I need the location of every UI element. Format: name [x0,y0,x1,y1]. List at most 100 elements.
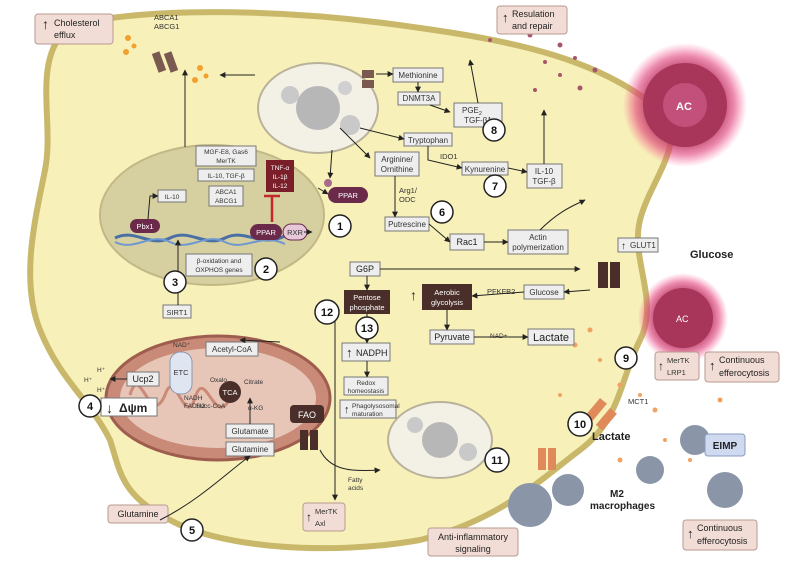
svg-text:Succ-CoA: Succ-CoA [196,403,226,410]
svg-text:RXR: RXR [287,228,303,237]
receptor-top [151,51,179,73]
up-arrow-icon: ↑ [621,241,626,252]
svg-text:MCT1: MCT1 [628,397,648,406]
actin-box: Actin polymerization [507,229,569,255]
up-arrow-icon: ↑ [42,16,49,32]
svg-text:IDO1: IDO1 [440,152,458,161]
svg-text:IL-1β: IL-1β [273,174,288,181]
methionine-box: Methionine [392,67,444,83]
svg-text:Ucp2: Ucp2 [132,374,153,384]
svg-text:DNMT3A: DNMT3A [403,94,437,103]
svg-text:Pbx1: Pbx1 [136,222,153,231]
etc-box: ETC [169,351,193,395]
svg-text:NADH: NADH [184,395,203,402]
svg-text:TGF-β: TGF-β [532,177,556,186]
svg-text:PPAR: PPAR [338,191,358,200]
svg-text:efferocytosis: efferocytosis [697,536,748,546]
svg-text:Acetyl-CoA: Acetyl-CoA [212,345,253,354]
svg-text:M2: M2 [610,489,624,500]
svg-text:G6P: G6P [356,264,374,274]
svg-text:ABCA1: ABCA1 [154,13,179,22]
kynurenine-box: Kynurenine [461,161,509,176]
fao-box: FAO [290,405,324,423]
mct1-transporter [585,398,617,431]
dnmt3a-box: DNMT3A [397,91,441,106]
up-arrow-icon: ↑ [306,510,312,524]
svg-text:Pyruvate: Pyruvate [434,332,470,342]
svg-text:H⁺: H⁺ [84,377,93,384]
svg-text:3: 3 [172,277,178,289]
glutamine-callout: Glutamine [107,504,169,524]
svg-text:MerTK: MerTK [667,356,690,365]
svg-text:PFKFB2: PFKFB2 [487,287,515,296]
svg-text:Citrate: Citrate [244,379,264,386]
svg-text:6: 6 [439,207,445,219]
dpsi-box: ↓ Δψm [100,397,158,417]
up-arrow-icon: ↑ [344,404,350,416]
svg-text:Arginine/: Arginine/ [381,155,413,164]
svg-text:1: 1 [337,221,343,233]
svg-text:polymerization: polymerization [512,243,564,252]
svg-text:TGF-β1: TGF-β1 [464,116,492,125]
svg-text:NADPH: NADPH [356,348,388,358]
anti-inflammatory-callout: Anti-inflammatory signaling [427,527,519,557]
svg-text:IL-10, TGF-β: IL-10, TGF-β [207,173,244,180]
svg-text:12: 12 [321,307,333,319]
aerobic-glycolysis-box: ↑ Aerobic glycolysis [410,284,472,310]
glut1-box: ↑ GLUT1 [617,237,659,253]
svg-text:Ornithine: Ornithine [381,165,414,174]
fao-transporter [300,430,318,450]
svg-text:Glutamine: Glutamine [117,509,158,519]
continuous-efferocytosis-callout-2: ↑ Continuous efferocytosis [682,519,758,551]
svg-text:Arg1/: Arg1/ [399,186,418,195]
tca-cycle: TCA [219,381,241,403]
methionine-transporter [362,70,374,88]
ppar-rxr-complex: PPAR RXR [250,223,308,241]
cholesterol-particles [123,35,209,83]
svg-text:FAO: FAO [298,410,316,420]
m2-macrophages [508,425,743,527]
svg-text:acids: acids [348,485,364,492]
svg-text:efflux: efflux [54,30,76,40]
svg-text:Aerobic: Aerobic [434,288,460,297]
boxidation-box: β-oxidation and OXPHOS genes [185,253,253,277]
svg-text:Rac1: Rac1 [456,237,477,247]
svg-text:IL-12: IL-12 [273,183,288,190]
acetyl-coa-box: Acetyl-CoA [205,341,259,357]
svg-text:ABCG1: ABCG1 [215,198,237,205]
svg-text:Phagolysosomal: Phagolysosomal [352,403,400,410]
svg-text:ABCG1: ABCG1 [154,22,179,31]
svg-text:Glutamate: Glutamate [232,427,269,436]
svg-text:11: 11 [491,455,503,467]
glut1-transporter [598,262,620,288]
svg-text:GLUT1: GLUT1 [630,241,656,250]
eimp-badge: EIMP [704,433,746,457]
svg-text:phosphate: phosphate [349,303,384,312]
il10-nuclear-box: IL-10 [157,189,187,203]
svg-text:7: 7 [492,181,498,193]
svg-text:Axl: Axl [315,519,326,528]
ppar-cytoplasm: PPAR [324,179,368,203]
il10-tgfb-nuclear-box: IL-10, TGF-β [197,168,255,182]
svg-text:Redox: Redox [357,380,377,387]
svg-text:Tryptophan: Tryptophan [408,136,448,145]
svg-text:LRP1: LRP1 [667,368,686,377]
down-arrow-icon: ↓ [106,400,113,416]
mertk-axl-callout: ↑ MerTK Axl [302,502,346,532]
up-arrow-icon: ↑ [410,287,417,303]
up-arrow-icon: ↑ [709,358,716,373]
svg-text:IL-10: IL-10 [535,167,554,176]
svg-text:MGF-E8, Gas6: MGF-E8, Gas6 [204,149,248,156]
svg-text:Continuous: Continuous [697,523,743,533]
svg-text:NAD⁺: NAD⁺ [173,342,191,349]
svg-text:Continuous: Continuous [719,355,765,365]
step-markers: 1 2 3 4 5 6 7 8 9 10 11 12 13 [78,118,638,542]
svg-text:4: 4 [87,401,94,413]
svg-text:Putrescine: Putrescine [388,220,426,229]
svg-text:Glucose: Glucose [529,288,559,297]
pbx1-box: Pbx1 [130,219,160,233]
svg-text:β-oxidation and: β-oxidation and [197,258,242,265]
il10-tgfb-box: IL-10 TGF-β [526,163,563,189]
svg-text:Kynurenine: Kynurenine [465,165,506,174]
svg-text:FADH2: FADH2 [184,403,205,410]
